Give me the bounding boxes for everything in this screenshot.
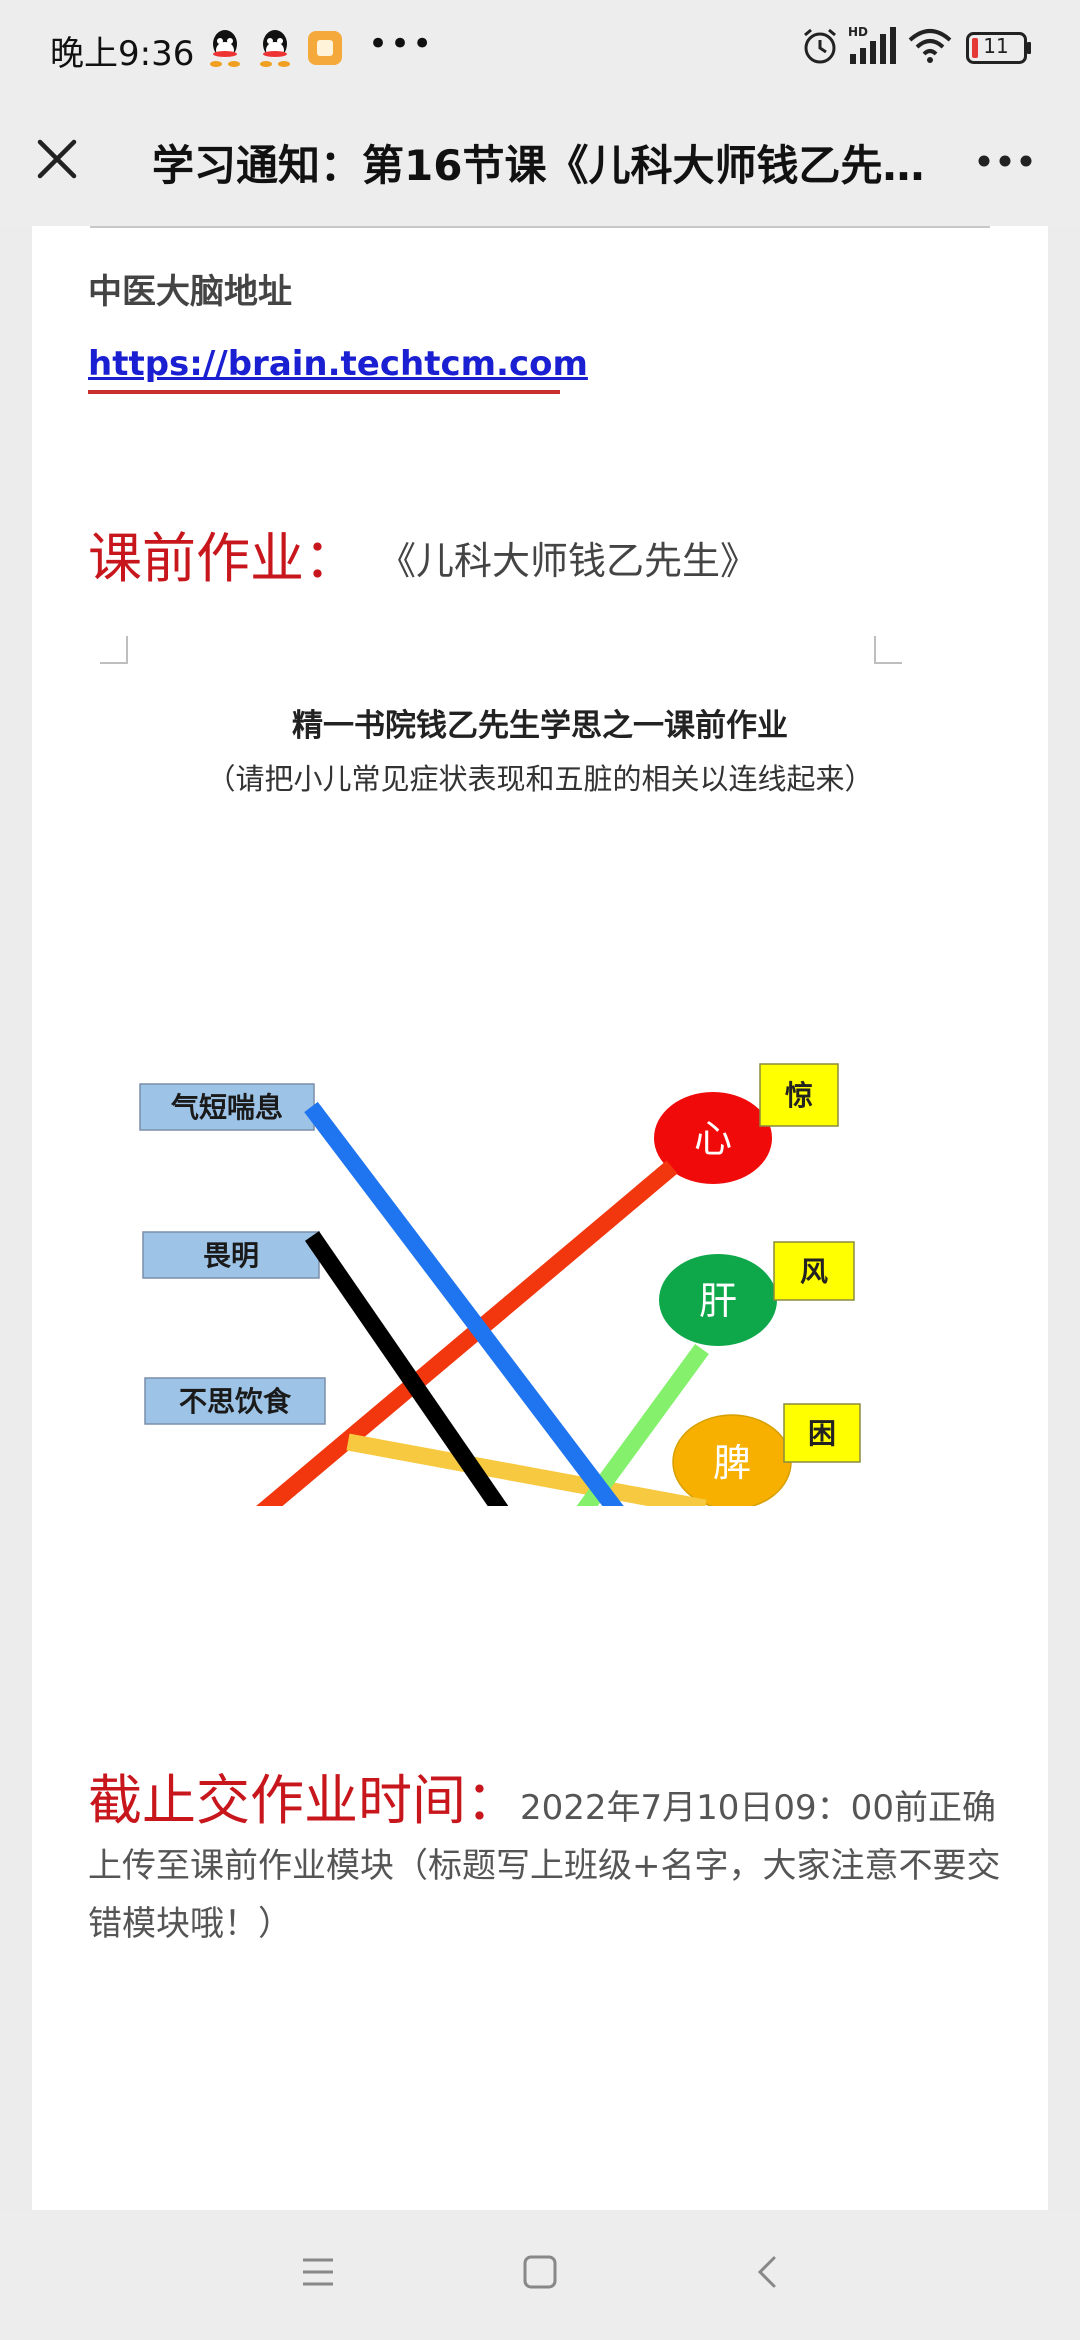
- article-content: 中医大脑地址 https://brain.techtcm.com 课前作业： 《…: [32, 226, 1048, 2210]
- connection-line: [305, 1231, 509, 1506]
- title-bar: 学习通知：第16节课《儿科大师钱乙先生》: [0, 96, 1080, 226]
- close-icon[interactable]: [28, 130, 86, 188]
- organ-spleen: 脾: [672, 1414, 792, 1506]
- qq-icon: [210, 30, 240, 67]
- organ-label: 脾: [713, 1441, 751, 1485]
- organ-label: 心: [694, 1117, 732, 1161]
- worksheet-title: 精一书院钱乙先生学思之一课前作业: [292, 708, 788, 744]
- svg-text:HD: HD: [848, 25, 868, 39]
- home-icon[interactable]: [522, 2252, 558, 2292]
- connection-line: [346, 1433, 707, 1506]
- tag-label: 惊: [785, 1079, 813, 1112]
- qq-icon: [260, 30, 290, 67]
- organ-liver: 肝: [659, 1254, 777, 1346]
- symptom-label: 气短喘息: [170, 1091, 283, 1124]
- status-time: 晚上9:36: [50, 34, 195, 74]
- symptom-label: 不思饮食: [179, 1385, 292, 1418]
- more-options-icon[interactable]: [970, 136, 1040, 186]
- back-icon[interactable]: [750, 2252, 786, 2292]
- tag-label: 风: [800, 1255, 828, 1288]
- symptom-box: 不思饮食: [144, 1377, 326, 1425]
- matching-diagram: 气短喘息 畏明 不思饮食 哭叫 困睡 呵欠 心 肝: [139, 1063, 861, 1506]
- more-notifications-icon: •••: [368, 24, 435, 64]
- organ-tag: 惊: [759, 1063, 839, 1127]
- connection-line: [576, 1343, 709, 1506]
- deadline-paragraph: 截止交作业时间：2022年7月10日09：00前正确上传至课前作业模块（标题写上…: [88, 1772, 1028, 1953]
- organ-tag: 风: [773, 1241, 855, 1301]
- organ-tag: 困: [783, 1403, 861, 1463]
- battery-level: 11: [983, 34, 1009, 58]
- navigation-bar: [0, 2210, 1080, 2340]
- connection-line: [256, 1160, 678, 1506]
- image-crop-mark: [874, 636, 902, 664]
- organ-heart: 心: [654, 1092, 772, 1184]
- battery-icon: 11: [966, 32, 1032, 64]
- deadline-text: 2022年7月10日09：00前正确上传至课前作业模块（标题写上班级+名字，大家…: [88, 1788, 1001, 1944]
- deadline-heading: 截止交作业时间：: [88, 1769, 520, 1832]
- organ-label: 肝: [699, 1279, 737, 1323]
- app-notification-icon: [308, 31, 342, 65]
- symptom-box: 气短喘息: [139, 1083, 315, 1131]
- homework-heading: 课前作业：: [88, 527, 358, 590]
- connection-line: [304, 1101, 624, 1506]
- page-title: 学习通知：第16节课《儿科大师钱乙先生》: [152, 141, 932, 190]
- brain-address-link[interactable]: https://brain.techtcm.com: [88, 344, 588, 384]
- image-crop-mark: [100, 636, 128, 664]
- tag-label: 困: [808, 1417, 836, 1450]
- wifi-icon: [908, 29, 952, 63]
- homework-subtitle: 《儿科大师钱乙先生》: [378, 539, 759, 583]
- status-bar: 晚上9:36 ••• HD: [0, 0, 1080, 96]
- divider: [90, 226, 990, 228]
- link-underline: [88, 390, 560, 394]
- worksheet-instruction: （请把小儿常见症状表现和五脏的相关以连线起来）: [206, 762, 874, 796]
- signal-icon: HD: [848, 25, 896, 64]
- symptom-label: 畏明: [203, 1239, 259, 1272]
- brain-address-label: 中医大脑地址: [88, 272, 292, 312]
- alarm-icon: [804, 28, 836, 64]
- menu-icon[interactable]: [300, 2252, 336, 2292]
- symptom-box: 畏明: [142, 1231, 320, 1279]
